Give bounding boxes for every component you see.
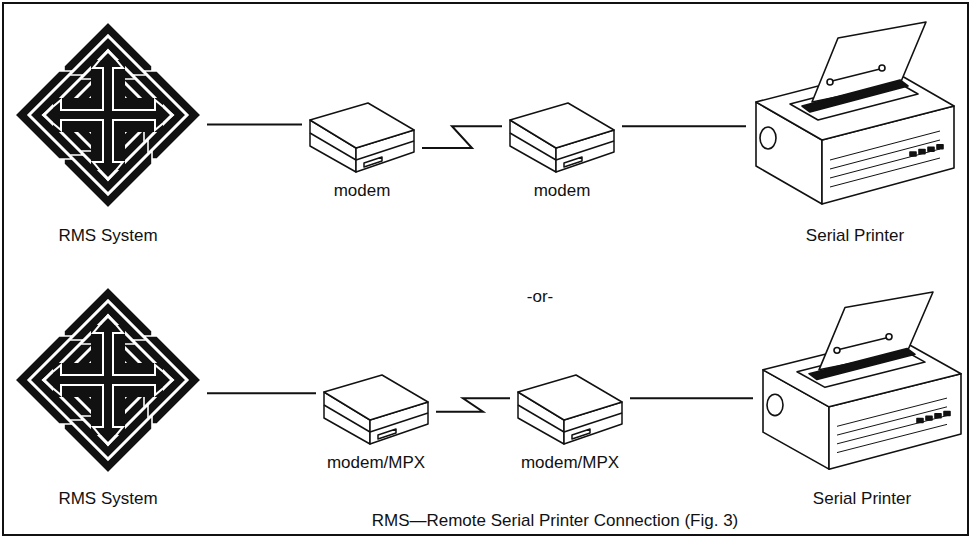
node-label: modem <box>502 181 622 201</box>
cross-outline <box>43 315 173 445</box>
indicator <box>935 414 941 418</box>
rms-symbol <box>15 22 201 208</box>
indicator <box>917 419 923 423</box>
knob <box>760 127 776 149</box>
modem-slot <box>564 157 582 167</box>
modem-symbol <box>310 103 414 172</box>
modem-icon <box>514 372 626 447</box>
indicator <box>910 152 916 156</box>
front-slot <box>837 424 947 452</box>
printer-icon <box>750 20 960 210</box>
modem-symbol <box>510 103 614 172</box>
front-slot <box>837 398 947 426</box>
modem-top <box>310 103 414 148</box>
indicator <box>926 416 932 420</box>
modem-top <box>324 375 428 420</box>
rms-symbol <box>15 287 201 473</box>
cross-bar <box>53 363 163 397</box>
node-label: modem/MPX <box>510 453 630 473</box>
front-slot <box>830 131 940 160</box>
modem-node: modem/MPX <box>316 372 436 473</box>
cable <box>622 125 746 127</box>
node-label: modem <box>302 181 422 201</box>
rms-node: RMS System <box>9 20 207 246</box>
modem-slot <box>364 157 382 167</box>
printer-node: Serial Printer <box>753 290 971 509</box>
indicator <box>944 412 950 416</box>
printer-node: Serial Printer <box>746 20 964 246</box>
paper-guide <box>886 334 892 340</box>
front-slot <box>837 416 947 444</box>
paper-bail <box>832 69 880 81</box>
front-slot <box>837 407 947 435</box>
paper-guide <box>834 347 840 353</box>
front-slot <box>830 140 940 169</box>
cable <box>436 398 510 412</box>
modem-slot <box>378 429 396 439</box>
frame-border <box>3 3 968 535</box>
modem-node: modem <box>502 100 622 201</box>
cross-outline <box>43 50 173 180</box>
indicator <box>937 145 943 149</box>
front-slot <box>830 158 940 187</box>
printer-icon <box>757 290 967 475</box>
cross-bar <box>53 98 163 132</box>
rms-node: RMS System <box>9 285 207 509</box>
paper-guide <box>879 65 885 71</box>
modem-icon <box>306 100 418 175</box>
platen <box>809 348 915 379</box>
modem-node: modem/MPX <box>510 372 630 473</box>
paper-bail <box>839 338 887 350</box>
front-slot <box>830 149 940 178</box>
modem-node: modem <box>302 100 422 201</box>
cable <box>422 126 502 148</box>
rms-icon <box>13 20 203 210</box>
printer-symbol <box>763 292 961 469</box>
node-label: modem/MPX <box>316 453 436 473</box>
platen <box>802 80 908 112</box>
printer-symbol <box>756 22 954 204</box>
rms-icon <box>13 285 203 475</box>
indicator <box>928 147 934 151</box>
node-label: Serial Printer <box>746 226 964 246</box>
modem-symbol <box>324 375 428 444</box>
node-label: RMS System <box>9 226 207 246</box>
modem-top <box>518 375 622 420</box>
paper-guide <box>827 79 833 85</box>
note: -or- <box>527 287 553 307</box>
caption: RMS—Remote Serial Printer Connection (Fi… <box>372 511 739 531</box>
cable <box>630 397 753 399</box>
cable <box>207 124 302 126</box>
knob <box>767 394 783 415</box>
indicator <box>919 150 925 154</box>
cable <box>207 392 316 394</box>
modem-icon <box>320 372 432 447</box>
node-label: RMS System <box>9 489 207 509</box>
modem-symbol <box>518 375 622 444</box>
node-label: Serial Printer <box>753 489 971 509</box>
modem-icon <box>506 100 618 175</box>
modem-top <box>510 103 614 148</box>
modem-slot <box>572 429 590 439</box>
